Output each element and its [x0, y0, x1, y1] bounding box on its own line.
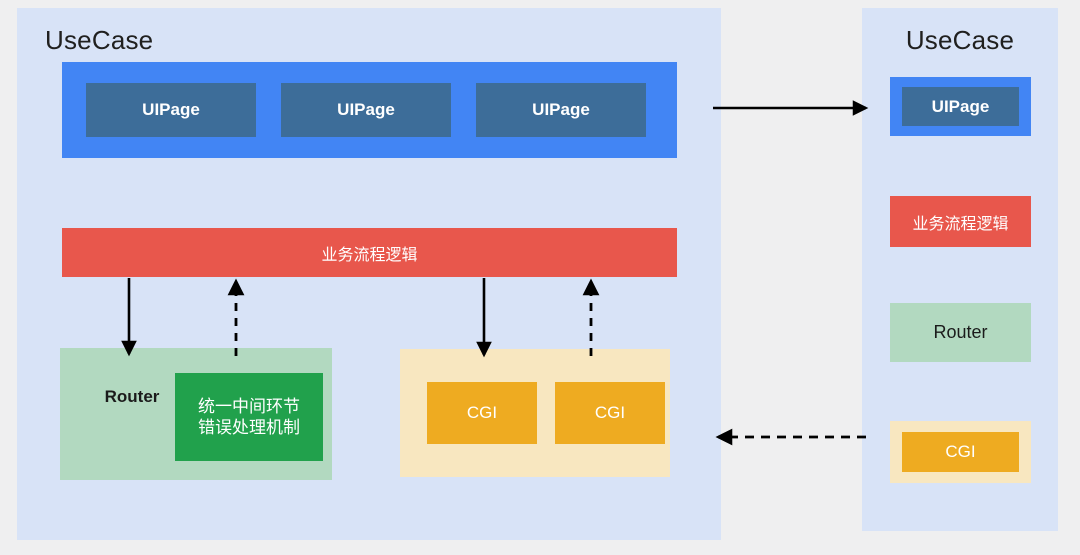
uipage-node-2-label: UIPage	[337, 100, 395, 120]
left-business-logic-bar[interactable]: 业务流程逻辑	[62, 228, 677, 277]
right-cgi-node[interactable]: CGI	[902, 432, 1019, 472]
left-business-logic-label: 业务流程逻辑	[321, 246, 418, 264]
uipage-node-3[interactable]: UIPage	[476, 83, 646, 137]
left-panel-title: UseCase	[45, 25, 154, 55]
uipage-node-2[interactable]: UIPage	[281, 83, 451, 137]
right-router-box[interactable]: Router	[890, 303, 1031, 362]
right-usecase-panel: UseCase UIPage 业务流程逻辑 Router CGI	[862, 8, 1058, 531]
right-business-logic-bar[interactable]: 业务流程逻辑	[890, 196, 1031, 247]
cgi-node-1-label: CGI	[466, 403, 498, 423]
left-router-inner-node[interactable]: 统一中间环节 错误处理机制	[175, 373, 323, 461]
right-cgi-group: CGI	[890, 421, 1031, 483]
right-uipage-node-label: UIPage	[931, 96, 990, 116]
right-uipage-node[interactable]: UIPage	[902, 87, 1019, 126]
left-uipage-group: UIPage UIPage UIPage	[62, 62, 677, 158]
cgi-node-2[interactable]: CGI	[555, 382, 665, 444]
left-router-group: Router 统一中间环节 错误处理机制	[60, 348, 332, 480]
right-uipage-group: UIPage	[890, 77, 1031, 136]
uipage-node-3-label: UIPage	[532, 100, 590, 120]
cgi-node-1[interactable]: CGI	[427, 382, 537, 444]
uipage-node-1-label: UIPage	[142, 100, 200, 120]
left-usecase-panel: UseCase UIPage UIPage UIPage 业务流程逻辑 Rout…	[17, 8, 721, 540]
right-business-logic-label: 业务流程逻辑	[912, 215, 1009, 233]
right-router-label: Router	[933, 322, 988, 342]
left-router-label: Router	[104, 387, 160, 406]
cgi-node-2-label: CGI	[594, 403, 626, 423]
right-panel-title: UseCase	[905, 25, 1015, 55]
right-cgi-node-label: CGI	[945, 442, 976, 462]
uipage-node-1[interactable]: UIPage	[86, 83, 256, 137]
left-cgi-group: CGI CGI	[400, 349, 670, 477]
left-router-inner-node-label: 统一中间环节 错误处理机制	[198, 396, 300, 437]
